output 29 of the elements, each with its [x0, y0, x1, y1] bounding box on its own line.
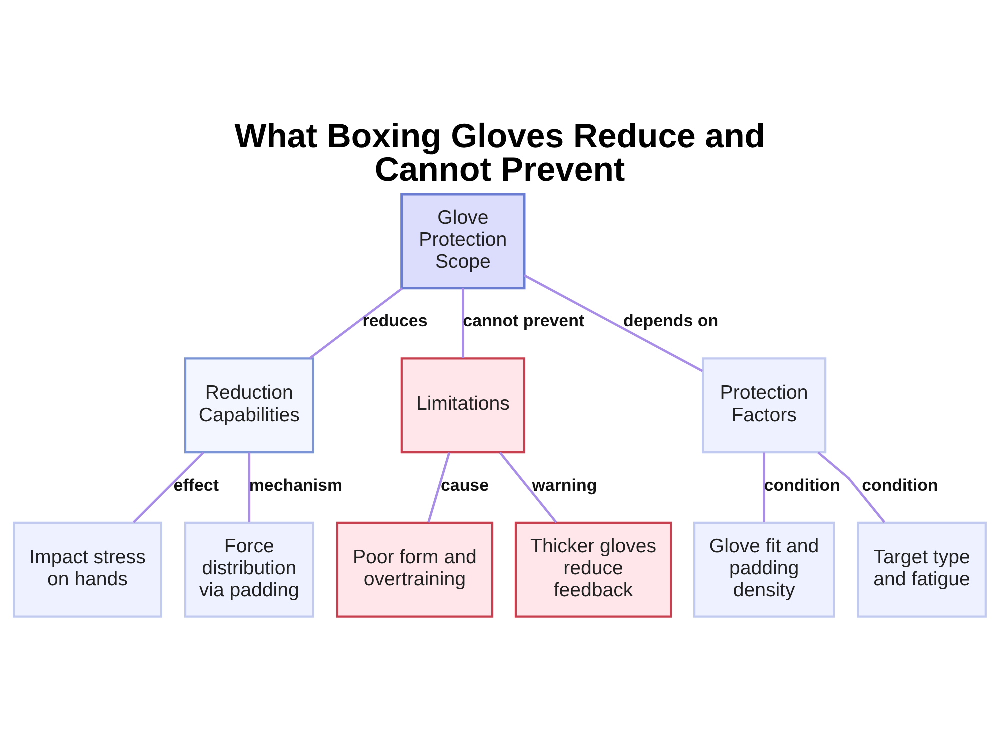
connector	[524, 274, 704, 372]
node-box: Limitations	[400, 358, 526, 454]
connector	[428, 452, 451, 523]
edge-label: mechanism	[249, 476, 343, 495]
connector	[763, 452, 766, 523]
edge-label: cause	[441, 476, 490, 495]
node-box: Glove fit and padding density	[694, 522, 836, 618]
node-box: Target type and fatigue	[857, 522, 987, 618]
node-box: Reduction Capabilities	[184, 358, 314, 454]
edge-label: depends on	[624, 312, 719, 331]
connector	[818, 452, 886, 524]
edge-label: effect	[174, 476, 219, 495]
edge-label: cannot prevent	[463, 312, 585, 331]
node-box: Impact stress on hands	[13, 522, 162, 618]
node-box: Poor form and overtraining	[336, 522, 494, 618]
connector	[499, 452, 558, 524]
connector	[309, 288, 404, 360]
edge-label: condition	[862, 476, 938, 495]
node-box: Force distribution via padding	[184, 522, 314, 618]
edge-label: warning	[532, 476, 598, 495]
diagram-title: What Boxing Gloves Reduce and Cannot Prevent	[234, 117, 766, 190]
edge-label: reduces	[362, 312, 428, 331]
edge-label: condition	[764, 476, 840, 495]
connector	[248, 452, 251, 523]
connector	[132, 452, 204, 524]
node-box: Thicker gloves reduce feedback	[514, 522, 672, 618]
node-box: Protection Factors	[702, 358, 827, 454]
node-box: Glove Protection Scope	[400, 193, 526, 290]
connector	[462, 288, 464, 358]
